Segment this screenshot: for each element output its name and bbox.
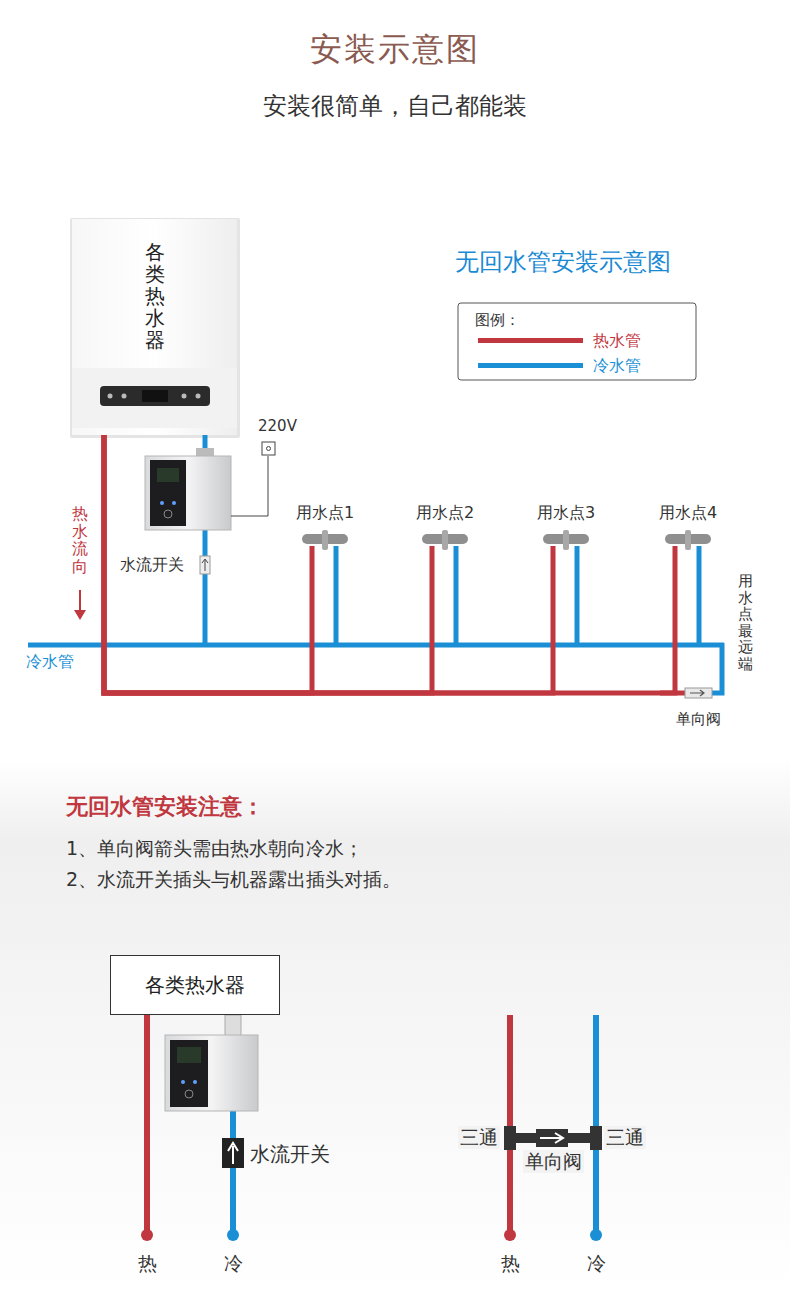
note: 2、水流开关插头与机器露出插头对插。 (66, 868, 401, 891)
note: 1、单向阀箭头需由热水朝向冷水； (66, 837, 363, 860)
far-end-line (732, 575, 733, 700)
hot-water-pipe (104, 435, 675, 693)
part-label: 单向阀 (676, 710, 721, 728)
pipe-label: 冷水管 (26, 652, 74, 671)
section-heading: 无回水管安装示意图 (455, 248, 671, 277)
circulation-pump (145, 448, 231, 530)
legend-swatch (478, 363, 583, 368)
pipe-label: 热 (501, 1252, 520, 1275)
water-point-label: 用水点1 (296, 503, 354, 524)
part-label: 水流开关 (250, 1142, 330, 1166)
water-point-label: 用水点2 (416, 503, 474, 524)
part-label: 单向阀 (523, 1150, 584, 1173)
power-socket (262, 442, 275, 455)
water-point: 用水点1 (294, 503, 356, 550)
part-label: 三通 (458, 1126, 500, 1149)
voltage-label: 220V (258, 417, 297, 435)
faucet (420, 530, 470, 550)
end-label: 用水点最远端 (738, 573, 753, 672)
pipe-label: 冷 (224, 1252, 243, 1275)
cold-pipe (28, 435, 724, 693)
pipe-label: 热 (138, 1252, 157, 1275)
legend-text: 热水管 (593, 331, 641, 350)
bypass-pipes (504, 1015, 602, 1241)
flow-switch (200, 556, 210, 574)
legend-text: 冷水管 (593, 356, 641, 375)
faucet (300, 530, 350, 550)
part-label: 水流开关 (120, 555, 184, 574)
circulation-pump (165, 1035, 258, 1111)
heater-box: 各类热水器 (110, 955, 280, 1015)
flow-switch (222, 1138, 244, 1168)
notes-heading: 无回水管安装注意： (66, 794, 264, 820)
legend-box (458, 303, 696, 380)
hot-water-pipe (104, 435, 432, 693)
water-point: 用水点2 (414, 503, 476, 550)
flow-direction: 热水流向 (72, 505, 88, 575)
water-heater: 各类热水器 (72, 218, 237, 435)
hot-water-pipe (104, 435, 553, 693)
heater-label: 各类热水器 (145, 241, 165, 351)
heater-shadow (70, 218, 240, 438)
heater-label: 各类热水器 (145, 972, 245, 999)
water-point-label: 用水点3 (537, 503, 595, 524)
hot-water-pipe (104, 435, 312, 693)
power-cable (231, 456, 268, 516)
subtitle: 安装很简单，自己都能装 (263, 92, 527, 121)
part-label: 三通 (604, 1126, 646, 1149)
pipe-label: 冷 (587, 1252, 606, 1275)
legend-row: 热水管 (478, 330, 641, 350)
page-title: 安装示意图 (0, 30, 790, 68)
check-valve (685, 688, 712, 698)
control-panel (72, 368, 237, 428)
legend-heading: 图例： (475, 311, 520, 329)
faucet (663, 530, 713, 550)
background-band (0, 760, 790, 1289)
water-point-label: 用水点4 (659, 503, 717, 524)
legend-swatch (478, 338, 583, 343)
legend-row: 冷水管 (478, 355, 641, 375)
water-point: 用水点4 (657, 503, 719, 550)
water-point: 用水点3 (535, 503, 597, 550)
flow-arrow (74, 590, 86, 620)
faucet (541, 530, 591, 550)
